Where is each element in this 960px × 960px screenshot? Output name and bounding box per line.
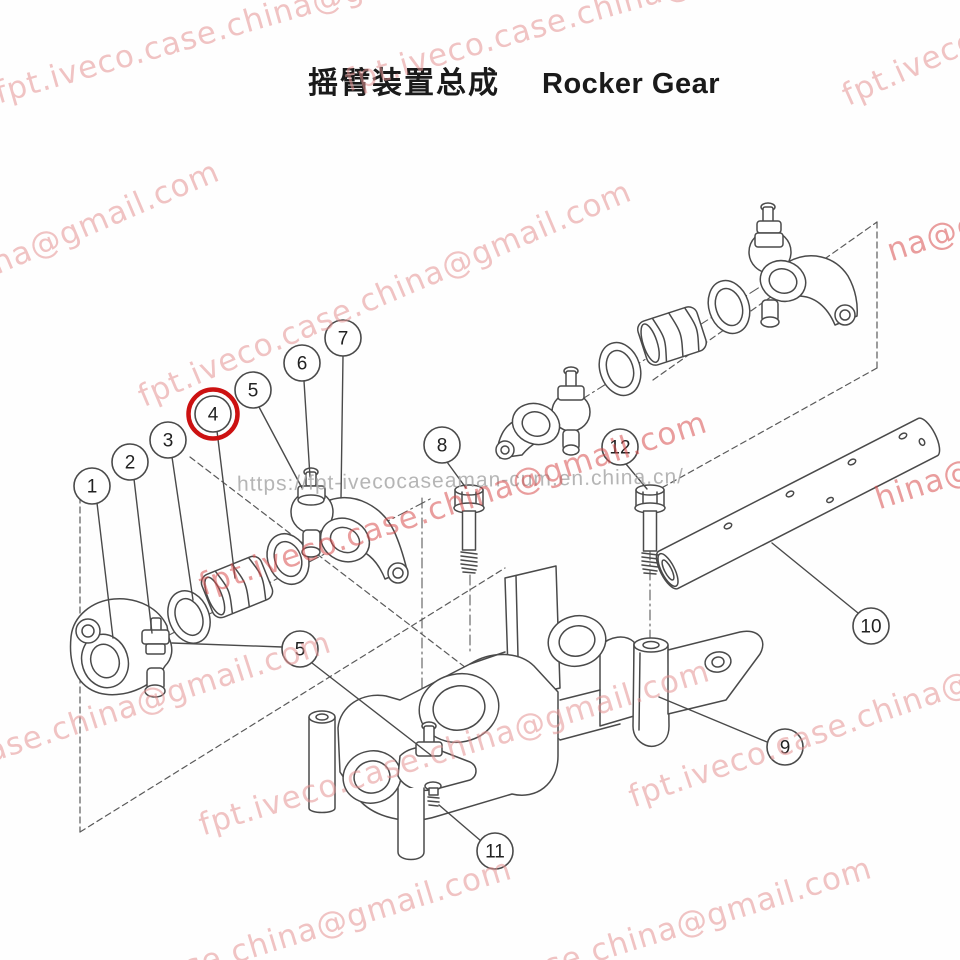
- highlight-ring: [189, 390, 238, 439]
- bolt-8: [454, 485, 484, 573]
- leader-line: [341, 356, 343, 498]
- leader-line: [439, 805, 481, 841]
- callout-circle: [235, 372, 271, 408]
- thrust-ring-left-b: [260, 527, 317, 590]
- bolt-12: [635, 485, 665, 574]
- callout-8: 8: [424, 427, 466, 488]
- callout-number: 11: [485, 842, 505, 863]
- leader-line: [447, 462, 466, 488]
- callout-9: 9: [659, 697, 803, 765]
- callout-circle: [282, 631, 318, 667]
- callout-12: 12: [602, 429, 647, 489]
- leader-line: [172, 643, 282, 647]
- leader-line: [312, 663, 432, 756]
- callout-circle: [112, 444, 148, 480]
- leader-line: [626, 464, 647, 489]
- callout-number: 8: [437, 436, 448, 457]
- callout-7: 7: [325, 320, 361, 498]
- callout-number: 3: [163, 431, 174, 452]
- callout-number: 4: [208, 405, 219, 426]
- rocker-arm-top-right: [749, 203, 857, 327]
- callout-number: 5: [248, 381, 259, 402]
- leader-line: [772, 543, 858, 613]
- callout-circle: [602, 429, 638, 465]
- leader-line: [304, 381, 310, 477]
- callout-circle: [74, 468, 110, 504]
- support-bracket-right: [668, 631, 763, 714]
- callout-number: 9: [780, 738, 791, 759]
- callout-4: 4: [189, 390, 238, 579]
- callout-1: 1: [74, 468, 113, 638]
- callout-number: 7: [338, 329, 349, 350]
- thrust-ring-3: [160, 584, 217, 649]
- thrust-ring-right-a: [702, 275, 757, 339]
- callout-5: 5: [235, 372, 302, 488]
- mounting-bracket-assembly: [309, 566, 620, 820]
- callout-10: 10: [772, 543, 889, 644]
- callout-3: 3: [150, 422, 193, 600]
- callout-circle: [284, 345, 320, 381]
- spring-right: [635, 305, 708, 368]
- callout-number: 5: [295, 640, 306, 661]
- callout-circle: [477, 833, 513, 869]
- rocker-arm-middle-right: [496, 367, 590, 459]
- callout-circle: [325, 320, 361, 356]
- rocker-shaft: [654, 418, 940, 589]
- leader-line: [134, 479, 152, 633]
- callout-circle: [195, 396, 231, 432]
- leader-line: [217, 431, 235, 578]
- callout-circle: [150, 422, 186, 458]
- callout-5: 5: [172, 631, 432, 756]
- callout-number: 1: [87, 477, 98, 498]
- leader-line: [172, 457, 193, 600]
- callout-number: 10: [860, 617, 881, 638]
- callout-number: 12: [609, 438, 630, 459]
- thrust-ring-right-b: [593, 337, 648, 401]
- shaft-pedestal: [600, 637, 669, 746]
- leader-line: [659, 697, 767, 742]
- callout-circle: [853, 608, 889, 644]
- leader-line: [259, 407, 302, 488]
- callout-11: 11: [439, 805, 513, 869]
- callout-6: 6: [284, 345, 320, 477]
- leader-line: [97, 503, 113, 638]
- callout-2: 2: [112, 444, 152, 633]
- callout-circle: [767, 729, 803, 765]
- spring-4: [199, 554, 276, 621]
- page-title: 摇臂装置总成 Rocker Gear: [308, 58, 720, 102]
- callout-number: 2: [125, 453, 136, 474]
- title-english: Rocker Gear: [542, 68, 720, 100]
- bracket-rocker-and-bolt: [398, 722, 476, 860]
- title-chinese: 摇臂装置总成: [308, 66, 500, 101]
- rocker-arm-middle-left: [291, 468, 408, 583]
- rocker-arm-left: [71, 599, 172, 697]
- callout-number: 6: [297, 354, 308, 375]
- callout-circle: [424, 427, 460, 463]
